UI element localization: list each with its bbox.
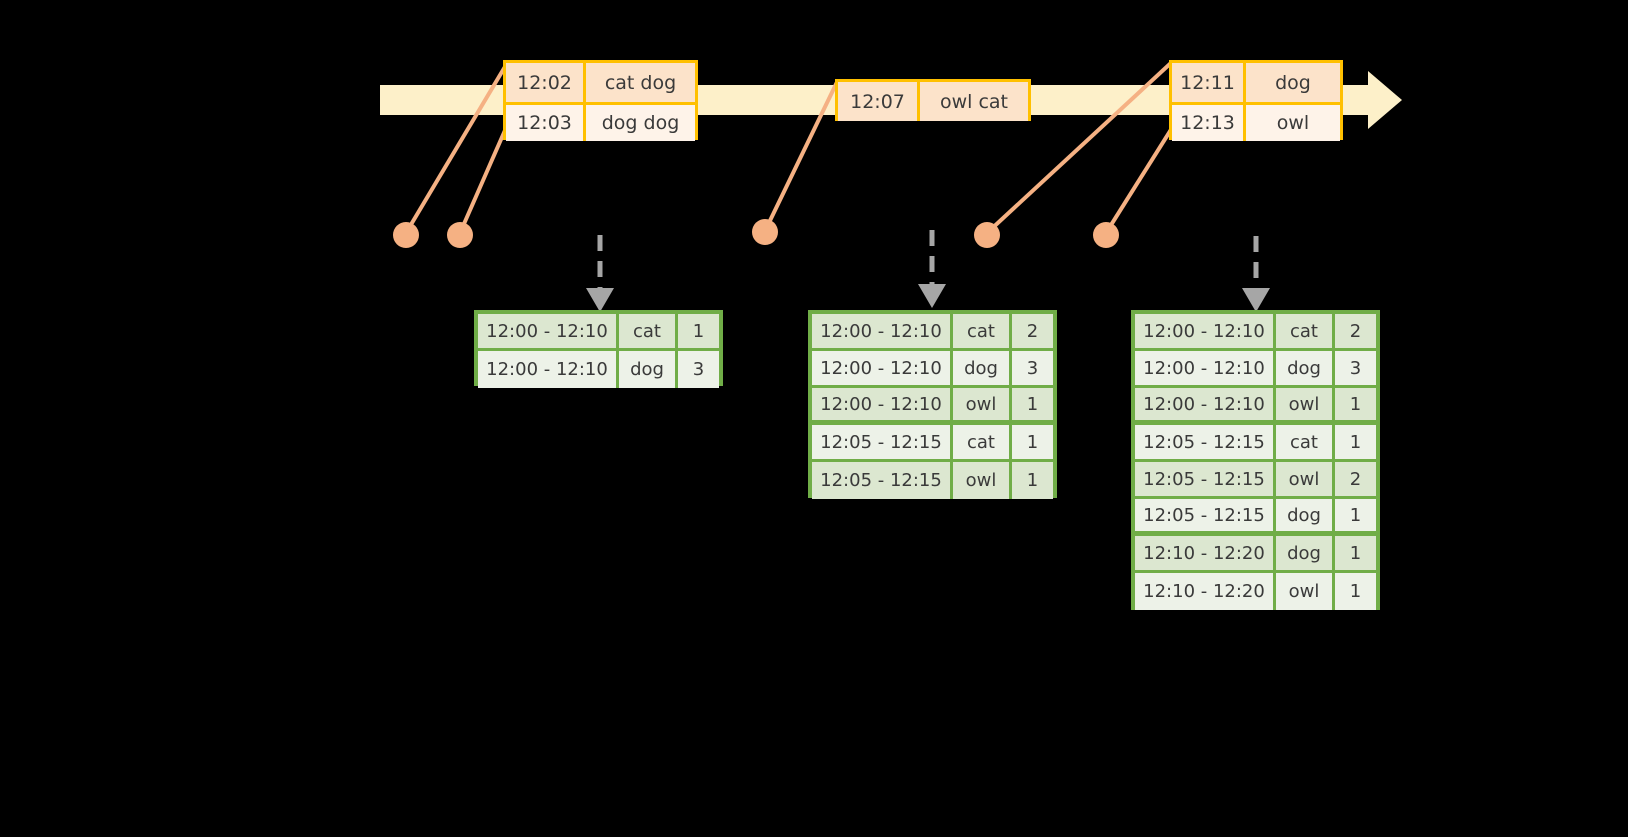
table-row[interactable]: 12:05 - 12:15 owl 2 [1135, 462, 1376, 499]
count-cell: 2 [1335, 462, 1376, 499]
count-cell: 3 [1335, 351, 1376, 388]
table-row[interactable]: 12:00 - 12:10 cat 2 [812, 314, 1053, 351]
event-payload: owl [1246, 105, 1340, 141]
count-cell: 1 [1012, 425, 1053, 462]
event-time: 12:03 [506, 105, 586, 141]
result-table-2[interactable]: 12:00 - 12:10 cat 2 12:00 - 12:10 dog 3 … [808, 310, 1057, 499]
table-row[interactable]: 12:05 - 12:15 cat 1 [812, 425, 1053, 462]
window-cell: 12:10 - 12:20 [1135, 573, 1276, 610]
window-cell: 12:05 - 12:15 [1135, 499, 1276, 536]
event-time: 12:02 [506, 63, 586, 102]
window-cell: 12:00 - 12:10 [1135, 351, 1276, 388]
event-payload: dog dog [586, 105, 695, 141]
window-cell: 12:05 - 12:15 [812, 425, 953, 462]
key-cell: cat [953, 425, 1012, 462]
count-cell: 2 [1012, 314, 1053, 351]
count-cell: 2 [1335, 314, 1376, 351]
table-row[interactable]: 12:00 - 12:10 owl 1 [1135, 388, 1376, 425]
key-cell: owl [1276, 462, 1335, 499]
window-cell: 12:00 - 12:10 [812, 388, 953, 425]
table-row[interactable]: 12:00 - 12:10 dog 3 [478, 351, 719, 388]
window-cell: 12:00 - 12:10 [1135, 388, 1276, 425]
key-cell: dog [953, 351, 1012, 388]
table-row[interactable]: 12:05 - 12:15 owl 1 [812, 462, 1053, 499]
window-cell: 12:00 - 12:10 [812, 351, 953, 388]
count-cell: 1 [1012, 388, 1053, 425]
window-cell: 12:05 - 12:15 [1135, 462, 1276, 499]
count-cell: 3 [678, 351, 719, 388]
event-payload: owl cat [920, 82, 1028, 121]
event-row[interactable]: 12:11 dog [1172, 63, 1340, 102]
timeline-arrowhead [1368, 71, 1402, 129]
key-cell: dog [1276, 499, 1335, 536]
event-group-1[interactable]: 12:02 cat dog 12:03 dog dog [503, 60, 698, 141]
table-row[interactable]: 12:00 - 12:10 dog 3 [1135, 351, 1376, 388]
event-row[interactable]: 12:03 dog dog [506, 102, 695, 141]
event-row[interactable]: 12:02 cat dog [506, 63, 695, 102]
event-payload: dog [1246, 63, 1340, 102]
window-cell: 12:00 - 12:10 [812, 314, 953, 351]
event-time: 12:13 [1172, 105, 1246, 141]
table-row[interactable]: 12:00 - 12:10 dog 3 [812, 351, 1053, 388]
event-time: 12:07 [838, 82, 920, 121]
key-cell: owl [953, 388, 1012, 425]
window-cell: 12:10 - 12:20 [1135, 536, 1276, 573]
table-row[interactable]: 12:00 - 12:10 cat 1 [478, 314, 719, 351]
key-cell: owl [953, 462, 1012, 499]
key-cell: dog [1276, 536, 1335, 573]
event-group-3[interactable]: 12:11 dog 12:13 owl [1169, 60, 1343, 141]
result-table-1[interactable]: 12:00 - 12:10 cat 1 12:00 - 12:10 dog 3 [474, 310, 723, 388]
count-cell: 3 [1012, 351, 1053, 388]
event-group-2[interactable]: 12:07 owl cat [835, 79, 1031, 121]
result-table-3[interactable]: 12:00 - 12:10 cat 2 12:00 - 12:10 dog 3 … [1131, 310, 1380, 610]
count-cell: 1 [1012, 462, 1053, 499]
key-cell: owl [1276, 573, 1335, 610]
key-cell: owl [1276, 388, 1335, 425]
event-time: 12:11 [1172, 63, 1246, 102]
window-cell: 12:00 - 12:10 [478, 351, 619, 388]
event-row[interactable]: 12:07 owl cat [838, 82, 1028, 121]
table-row[interactable]: 12:00 - 12:10 owl 1 [812, 388, 1053, 425]
count-cell: 1 [678, 314, 719, 351]
count-cell: 1 [1335, 425, 1376, 462]
key-cell: dog [1276, 351, 1335, 388]
key-cell: cat [1276, 314, 1335, 351]
count-cell: 1 [1335, 499, 1376, 536]
key-cell: cat [1276, 425, 1335, 462]
count-cell: 1 [1335, 573, 1376, 610]
table-row[interactable]: 12:10 - 12:20 dog 1 [1135, 536, 1376, 573]
event-row[interactable]: 12:13 owl [1172, 102, 1340, 141]
table-row[interactable]: 12:05 - 12:15 cat 1 [1135, 425, 1376, 462]
key-cell: cat [953, 314, 1012, 351]
key-cell: cat [619, 314, 678, 351]
window-cell: 12:00 - 12:10 [478, 314, 619, 351]
table-row[interactable]: 12:10 - 12:20 owl 1 [1135, 573, 1376, 610]
window-cell: 12:05 - 12:15 [1135, 425, 1276, 462]
table-row[interactable]: 12:00 - 12:10 cat 2 [1135, 314, 1376, 351]
key-cell: dog [619, 351, 678, 388]
event-payload: cat dog [586, 63, 695, 102]
window-cell: 12:05 - 12:15 [812, 462, 953, 499]
window-cell: 12:00 - 12:10 [1135, 314, 1276, 351]
count-cell: 1 [1335, 388, 1376, 425]
count-cell: 1 [1335, 536, 1376, 573]
table-row[interactable]: 12:05 - 12:15 dog 1 [1135, 499, 1376, 536]
